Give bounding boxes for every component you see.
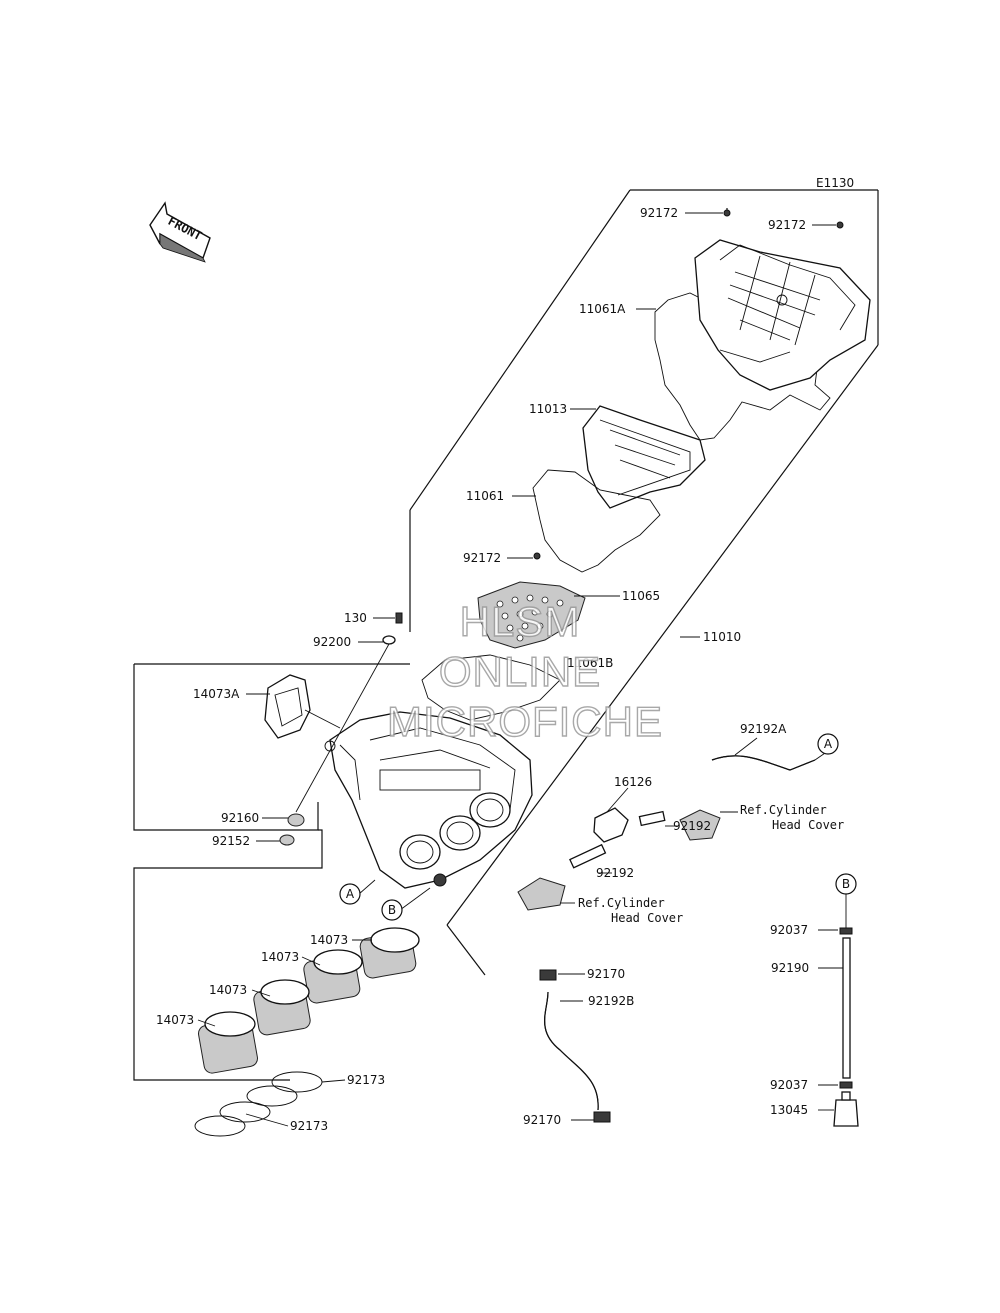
part-label-14073: 14073 [209, 983, 247, 997]
part-label-11010: 11010 [703, 630, 741, 644]
reference-label: Ref.Cylinder [578, 896, 665, 910]
svg-text:HLSM: HLSM [460, 598, 581, 645]
part-label-92037: 92037 [770, 1078, 808, 1092]
cover-14073a [264, 674, 311, 739]
svg-text:B: B [388, 903, 396, 917]
part-label-11013: 11013 [529, 402, 567, 416]
part-label-11061a: 11061A [579, 302, 626, 316]
part-label-92192b: 92192B [588, 994, 634, 1008]
part-label-92172: 92172 [640, 206, 678, 220]
svg-text:A: A [346, 887, 355, 901]
part-label-92200: 92200 [313, 635, 351, 649]
part-label-14073: 14073 [156, 1013, 194, 1027]
air-filter-element [582, 405, 706, 509]
part-label-14073a: 14073A [193, 687, 240, 701]
part-label-92190: 92190 [771, 961, 809, 975]
air-cleaner-housing [324, 711, 533, 889]
part-label-130: 130 [344, 611, 367, 625]
part-label-92173: 92173 [347, 1073, 385, 1087]
reference-label: Head Cover [772, 818, 844, 832]
part-label-92192: 92192 [596, 866, 634, 880]
part-label-92152: 92152 [212, 834, 250, 848]
part-label-14073: 14073 [310, 933, 348, 947]
part-label-92172: 92172 [463, 551, 501, 565]
part-label-92170: 92170 [587, 967, 625, 981]
part-label-11061: 11061 [466, 489, 504, 503]
part-label-13045: 13045 [770, 1103, 808, 1117]
part-label-11065: 11065 [622, 589, 660, 603]
part-label-92037: 92037 [770, 923, 808, 937]
gasket-11061b [421, 654, 561, 721]
front-arrow-icon: FRONT [149, 201, 211, 263]
svg-text:MICROFICHE: MICROFICHE [387, 698, 663, 745]
diagram-code: E1130 [816, 176, 854, 190]
callout-b-box: B [381, 899, 403, 921]
part-label-11061b: 11061B [567, 656, 613, 670]
gasket-11061 [532, 469, 661, 573]
watermark: HLSM ONLINE MICROFICHE [386, 597, 663, 745]
part-labels: 92172 92172 11061A 11013 11061 92172 110… [156, 206, 809, 1133]
callout-b-right: B [835, 873, 857, 895]
breather-hoses [517, 755, 816, 1123]
reference-label: Head Cover [611, 911, 683, 925]
part-label-92173: 92173 [290, 1119, 328, 1133]
part-label-16126: 16126 [614, 775, 652, 789]
leader-lines [197, 212, 847, 1127]
part-label-14073: 14073 [261, 950, 299, 964]
part-label-92170: 92170 [523, 1113, 561, 1127]
callout-a-top: A [817, 733, 839, 755]
part-label-92160: 92160 [221, 811, 259, 825]
reference-labels: Ref.Cylinder Head Cover Ref.Cylinder Hea… [578, 803, 844, 925]
reference-label: Ref.Cylinder [740, 803, 827, 817]
fastener-icons [279, 208, 844, 846]
part-label-92192a: 92192A [740, 722, 787, 736]
drain-tube [833, 927, 859, 1127]
svg-text:B: B [842, 877, 850, 891]
callout-a-box: A [339, 883, 361, 905]
intake-boots [198, 927, 420, 1074]
svg-text:ONLINE: ONLINE [439, 648, 601, 695]
air-cleaner-cover [654, 239, 871, 441]
plate-11065 [477, 581, 586, 649]
assembly-bracket-lines [133, 189, 879, 1081]
part-label-92172: 92172 [768, 218, 806, 232]
part-label-92192: 92192 [673, 819, 711, 833]
svg-text:A: A [824, 737, 833, 751]
